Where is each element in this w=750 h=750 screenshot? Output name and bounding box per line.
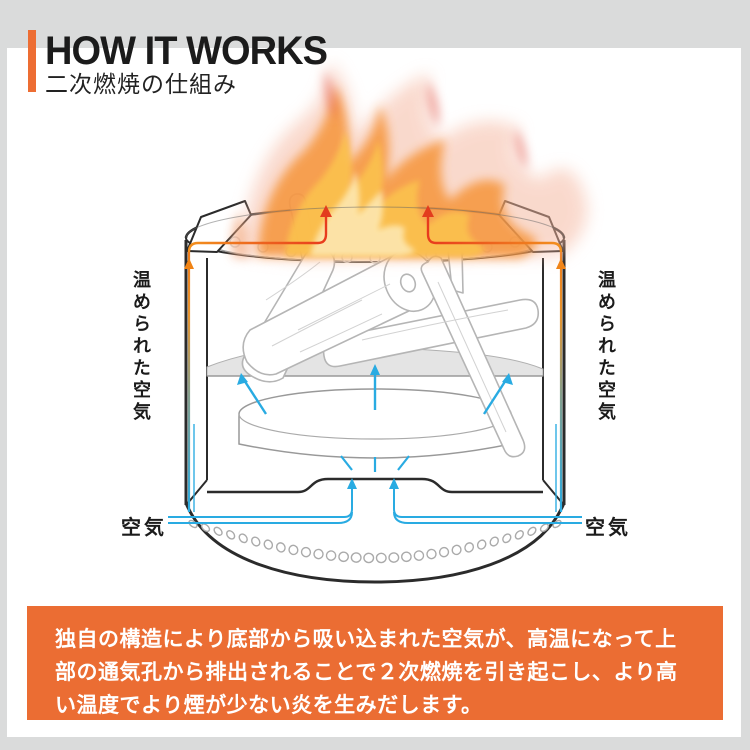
secondary-burn-arrow-left: [187, 212, 328, 253]
stove-body: [184, 193, 566, 584]
description-line-3: い温度でより煙が少ない炎を生みだします。: [55, 694, 483, 717]
secondary-burn-arrows: [187, 205, 563, 253]
flame-graphic: [231, 60, 587, 260]
airflow-arrow-up-left: [242, 379, 268, 415]
heated-air-arrows: [184, 252, 566, 512]
intake-line-left-lower: [168, 511, 353, 524]
airflow-arrow-up-right: [482, 379, 508, 415]
description-line-2: 部の通気孔から排出されることで２次燃焼を引き起こし、より高: [55, 661, 678, 684]
inner-drum: [238, 388, 512, 459]
air-jet-dashes: [340, 455, 410, 472]
log-texture: [265, 261, 509, 433]
cold-airflow-arrows: [168, 364, 582, 524]
intake-line-left-upper: [168, 486, 353, 518]
wall-foot-right: [542, 479, 564, 505]
page-subtitle: 二次燃焼の仕組み: [45, 71, 237, 97]
bottom-vent-holes: [188, 519, 562, 564]
intake-line-right-lower: [393, 511, 582, 524]
heated-air-label-right: 温められた空気: [596, 270, 616, 424]
description-box: 独自の構造により底部から吸い込まれた空気が、高温になって上 部の通気孔から排出さ…: [27, 606, 723, 720]
log-big-end-ring: [399, 273, 417, 293]
base-floor-with-hump: [207, 477, 543, 494]
intake-line-right-upper: [393, 486, 582, 518]
heated-air-label-left: 温められた空気: [131, 270, 151, 424]
wall-foot-left: [186, 479, 208, 505]
accent-bar: [28, 30, 36, 92]
air-label-right: 空気: [585, 517, 631, 539]
air-intake-lines: [168, 486, 582, 524]
secondary-burn-arrow-right: [426, 212, 563, 253]
rim-back-arc-overlay: [185, 206, 565, 239]
stove-base-arc: [184, 502, 566, 584]
air-label-left: 空気: [121, 517, 167, 539]
page-title: HOW IT WORKS: [45, 29, 328, 73]
description-line-1: 独自の構造により底部から吸い込まれた空気が、高温になって上: [55, 628, 677, 651]
